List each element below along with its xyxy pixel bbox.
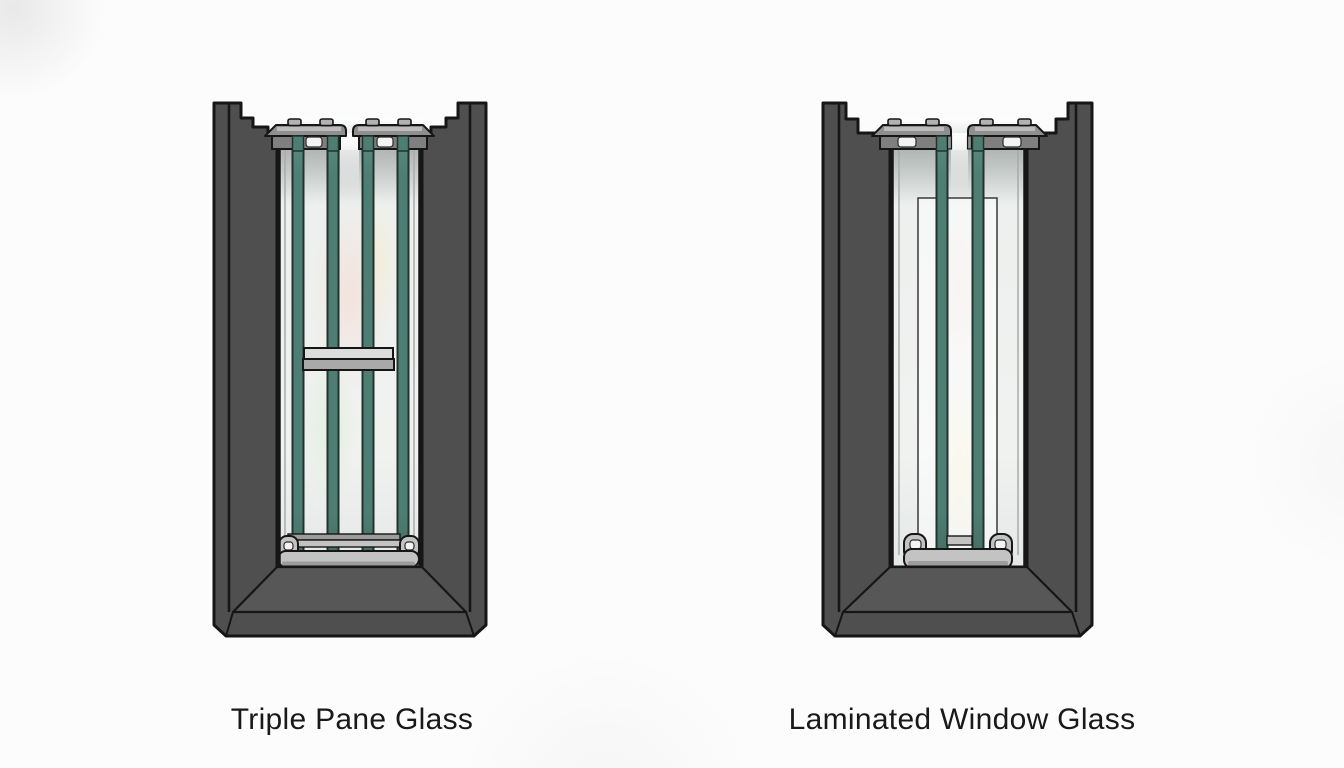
clamp-tab — [1017, 118, 1032, 127]
glazing-clamp — [871, 118, 953, 152]
cap-notch — [994, 539, 1007, 550]
jamb-profile-lines — [227, 104, 472, 612]
clamp-tab — [925, 118, 940, 127]
jamb-inner-edges — [889, 133, 1028, 567]
glass-pane — [291, 133, 305, 555]
glass-pane — [971, 133, 985, 554]
bottom-gasket-channel — [277, 533, 420, 568]
glass-pane — [361, 133, 375, 555]
pane-slot — [396, 135, 410, 152]
clamp-tab — [979, 118, 994, 127]
glass-pane — [935, 133, 949, 554]
laminated-window — [821, 101, 1094, 638]
top-light-gap — [340, 133, 359, 195]
bottom-spacer-top — [287, 533, 401, 541]
jamb-profile-lines — [837, 104, 1078, 612]
gasket-base-shade — [282, 561, 415, 566]
mid-spacer-bar — [302, 347, 395, 371]
clamp-bar-highlight — [975, 127, 1035, 131]
top-light-gap — [951, 133, 968, 195]
clamp-bar-highlight — [277, 127, 341, 131]
clamp-notch — [305, 136, 323, 148]
glass-pane — [326, 133, 340, 555]
clamp-tab — [287, 118, 302, 127]
clamp-bar-highlight — [358, 127, 422, 131]
pane-slot — [935, 135, 949, 152]
glazing-clamp — [264, 118, 347, 152]
caption-triple-pane: Triple Pane Glass — [230, 703, 474, 736]
clamp-notch — [1002, 136, 1022, 148]
pane-slot — [971, 135, 985, 152]
triple-pane-window — [212, 101, 488, 638]
clamp-hook — [966, 135, 973, 150]
clamp-bar-highlight — [884, 127, 944, 131]
clamp-tab — [887, 118, 902, 127]
center-tab — [946, 535, 973, 546]
pane-slot — [326, 135, 340, 152]
clamp-notch — [376, 136, 394, 148]
glass-pane — [396, 133, 410, 555]
spacer-bottom — [302, 358, 395, 371]
clamp-tab — [319, 118, 334, 127]
corner-seams — [225, 611, 475, 637]
clamp-notch — [897, 136, 917, 148]
jamb-inner-edges — [276, 133, 423, 567]
bottom-spacer-bottom — [285, 539, 403, 548]
corner-seams — [834, 611, 1081, 637]
pane-slot — [291, 135, 305, 152]
cap-notch — [909, 539, 922, 550]
bottom-gasket-channel — [903, 533, 1013, 569]
glazing-clamp — [352, 118, 435, 152]
glazing-clamp — [966, 118, 1048, 152]
clamp-tab — [365, 118, 380, 127]
caption-laminated: Laminated Window Glass — [788, 703, 1136, 736]
laminated-unit-outline — [917, 197, 998, 557]
cap-notch — [404, 541, 415, 551]
pane-slot — [361, 135, 375, 152]
cap-notch — [283, 541, 294, 551]
gasket-base-shade — [908, 561, 1008, 566]
clamp-hook — [946, 135, 953, 150]
spacer-top — [303, 347, 394, 360]
clamp-tab — [397, 118, 412, 127]
